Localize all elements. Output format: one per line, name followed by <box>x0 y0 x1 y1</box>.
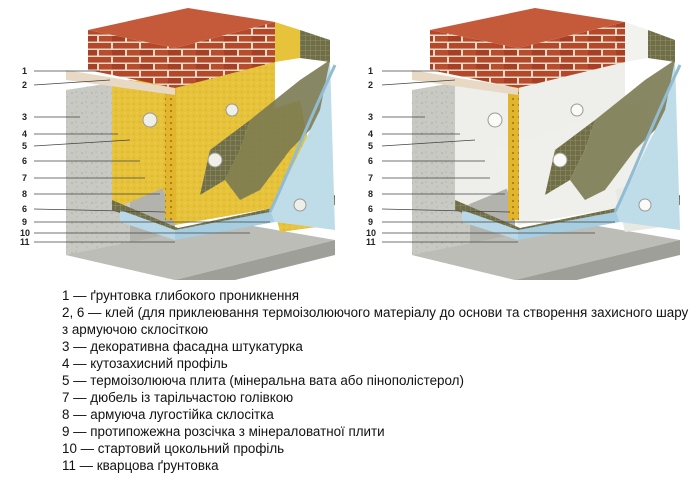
legend-item: 8 — армуюча лугостійка склосітка <box>62 407 274 422</box>
callout-3-right: 3 <box>368 112 373 122</box>
brick-masonry <box>412 8 675 95</box>
callout-4-left: 4 <box>22 129 27 139</box>
callouts-right: 1 2 3 4 5 6 7 8 6 9 10 11 <box>366 66 376 247</box>
legend-item: 10 — стартовий цокольний профіль <box>62 441 285 456</box>
legend-item: 2, 6 — клей (для приклеювання термоізолю… <box>62 305 689 337</box>
legend-item: 7 — дюбель із тарільчастою голівкою <box>62 390 294 405</box>
callout-2-right: 2 <box>368 80 373 90</box>
callout-7-right: 7 <box>368 173 373 183</box>
callout-6b-left: 6 <box>22 204 27 214</box>
callout-5-left: 5 <box>22 141 27 151</box>
callout-9-left: 9 <box>22 217 27 227</box>
dowel-group <box>487 103 652 212</box>
callout-1-right: 1 <box>368 66 373 76</box>
callout-10-left: 10 <box>20 228 30 238</box>
legend-item: 5 — термоізолююча плита (мінеральна вата… <box>62 373 464 388</box>
dowel-group <box>142 103 307 212</box>
facade-insulation-diagram: 1 2 3 4 5 6 7 8 6 9 10 11 <box>20 8 682 280</box>
callout-11-right: 11 <box>366 237 376 247</box>
legend-item: 9 — протипожежна розсічка з мінераловатн… <box>62 424 385 439</box>
callout-7-left: 7 <box>22 173 27 183</box>
legend-item: 1 — ґрунтовка глибокого проникнення <box>62 288 300 303</box>
callout-4-right: 4 <box>368 129 373 139</box>
callout-10-right: 10 <box>366 228 376 238</box>
right-variant-polystyrene: 1 2 3 4 5 6 7 8 6 9 10 11 <box>366 8 682 280</box>
callout-8-left: 8 <box>22 189 27 199</box>
brick-masonry <box>66 8 330 95</box>
legend-item: 11 — кварцова ґрунтовка <box>62 458 219 473</box>
callout-6-left: 6 <box>22 156 27 166</box>
leader-lines-left <box>33 70 270 243</box>
callout-3-left: 3 <box>22 112 27 122</box>
callout-6-right: 6 <box>368 156 373 166</box>
corner-profile <box>165 85 176 220</box>
callout-1-left: 1 <box>22 66 27 76</box>
left-variant-mineral-wool: 1 2 3 4 5 6 7 8 6 9 10 11 <box>20 8 337 280</box>
legend-list: 1 — ґрунтовка глибокого проникнення 2, 6… <box>62 287 692 474</box>
callouts-left: 1 2 3 4 5 6 7 8 6 9 10 11 <box>20 66 30 247</box>
callout-6b-right: 6 <box>368 204 373 214</box>
callout-9-right: 9 <box>368 217 373 227</box>
callout-11-left: 11 <box>20 237 30 247</box>
legend-item: 3 — декоративна фасадна штукатурка <box>62 339 303 354</box>
callout-2-left: 2 <box>22 80 27 90</box>
leader-lines-right <box>381 70 615 243</box>
callout-5-right: 5 <box>368 141 373 151</box>
legend-item: 4 — кутозахисний профіль <box>62 356 228 371</box>
callout-8-right: 8 <box>368 189 373 199</box>
corner-profile <box>508 85 519 220</box>
